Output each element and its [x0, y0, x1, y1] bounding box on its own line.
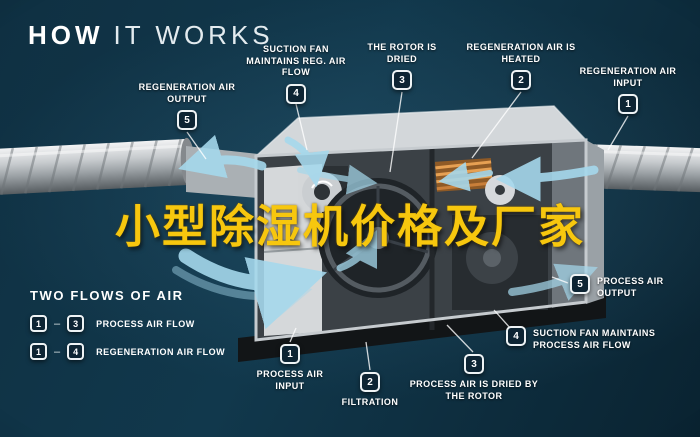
- step-badge-1: 1: [30, 315, 47, 332]
- callout-label: REGENERATION AIR IS HEATED: [466, 42, 576, 64]
- callout-rotor-is-dried: THE ROTOR IS DRIED 3: [352, 42, 452, 91]
- step-badge-4: 4: [506, 326, 526, 346]
- process-fan-housing: [452, 215, 548, 310]
- step-badge-2: 2: [360, 372, 380, 392]
- overlay-headline: 小型除湿机价格及厂家: [114, 201, 586, 252]
- callout-regeneration-air-output: REGENERATION AIR OUTPUT 5: [128, 82, 246, 131]
- legend-heading: TWO FLOWS OF AIR: [30, 288, 184, 303]
- step-badge-4: 4: [67, 343, 85, 360]
- legend-row-regeneration: 1 – 4 REGENERATION AIR FLOW: [30, 343, 225, 360]
- step-badge-4: 4: [286, 83, 306, 104]
- step-badge-5: 5: [570, 274, 590, 294]
- left-duct: [0, 137, 195, 195]
- callout-process-air-output: 5 PROCESS AIR OUTPUT: [570, 274, 690, 299]
- legend-label: PROCESS AIR FLOW: [96, 318, 195, 329]
- callout-filtration: 2 FILTRATION: [330, 372, 410, 409]
- legend-label: REGENERATION AIR FLOW: [96, 346, 226, 357]
- step-badge-5: 5: [177, 110, 197, 131]
- step-badge-1: 1: [618, 94, 638, 115]
- range-dash: –: [54, 317, 61, 330]
- step-badge-1: 1: [30, 343, 47, 360]
- callout-process-air-dried: 3 PROCESS AIR IS DRIED BY THE ROTOR: [406, 354, 542, 402]
- step-badge-1: 1: [280, 344, 300, 364]
- legend-two-flows: TWO FLOWS OF AIR 1 – 3 PROCESS AIR FLOW …: [30, 288, 225, 371]
- step-badge-3: 3: [67, 315, 85, 332]
- airflow-arrows: [172, 134, 599, 330]
- callout-process-air-input: 1 PROCESS AIR INPUT: [246, 344, 334, 392]
- callout-label: SUCTION FAN MAINTAINS PROCESS AIR FLOW: [533, 328, 656, 350]
- callout-label: REGENERATION AIR INPUT: [579, 66, 677, 88]
- callout-regeneration-air-input: REGENERATION AIR INPUT 1: [572, 66, 684, 115]
- callout-label: THE ROTOR IS DRIED: [367, 42, 437, 64]
- callout-label: SUCTION FAN MAINTAINS REG. AIR FLOW: [246, 44, 346, 78]
- callout-label: FILTRATION: [341, 397, 399, 407]
- callout-suction-fan-process: 4 SUCTION FAN MAINTAINS PROCESS AIR FLOW: [506, 326, 656, 351]
- callout-label: PROCESS AIR OUTPUT: [597, 276, 664, 298]
- title-word-light: IT WORKS: [113, 20, 274, 50]
- title-word-bold: HOW: [28, 20, 104, 50]
- range-dash: –: [54, 345, 61, 358]
- step-badge-2: 2: [511, 70, 531, 91]
- callout-label: PROCESS AIR IS DRIED BY THE ROTOR: [409, 379, 539, 401]
- leader-lines: [186, 91, 629, 371]
- callout-label: REGENERATION AIR OUTPUT: [138, 82, 236, 104]
- callout-label: PROCESS AIR INPUT: [256, 369, 324, 391]
- legend-row-process: 1 – 3 PROCESS AIR FLOW: [30, 315, 225, 332]
- step-badge-3: 3: [464, 354, 484, 374]
- page-title: HOW IT WORKS: [28, 20, 274, 51]
- callout-regeneration-air-heated: REGENERATION AIR IS HEATED 2: [460, 42, 582, 91]
- step-badge-3: 3: [392, 70, 412, 91]
- callout-suction-fan-reg: SUCTION FAN MAINTAINS REG. AIR FLOW 4: [240, 44, 352, 104]
